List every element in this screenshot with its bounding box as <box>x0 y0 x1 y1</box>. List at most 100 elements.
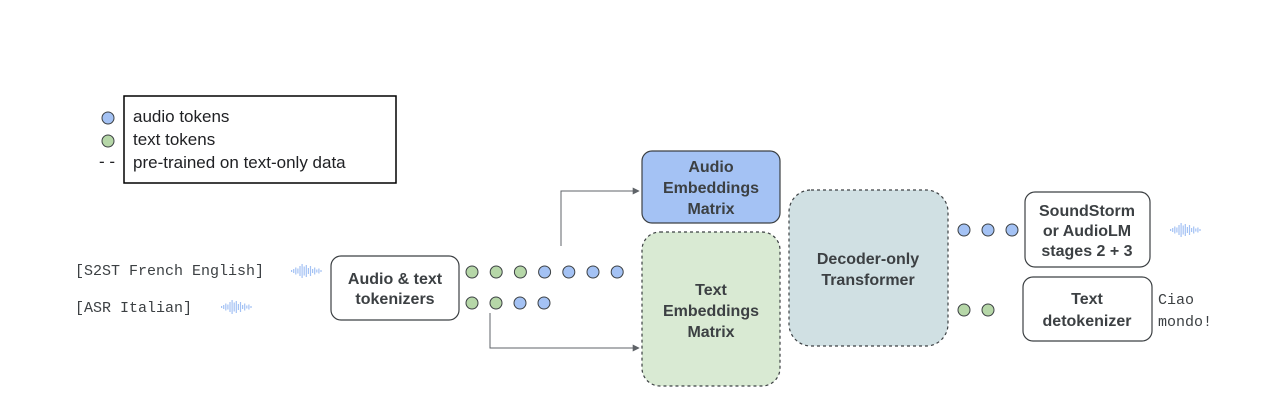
audio-token <box>562 265 576 279</box>
waveform-bar <box>239 302 242 312</box>
waveform-bar <box>1180 223 1182 237</box>
waveform-bar <box>295 267 297 275</box>
audio-embeddings-label-line-2: Embeddings <box>663 180 759 197</box>
detokenizer-box <box>1022 276 1153 342</box>
waveform-bar <box>233 302 235 312</box>
text-token <box>489 296 503 310</box>
token-row-audio-output <box>957 223 1019 237</box>
text-token <box>465 265 479 279</box>
waveform-bar <box>1178 225 1180 235</box>
waveform-bar <box>227 304 229 310</box>
legend-dashed-label: pre-trained on text-only data <box>133 153 346 172</box>
audio-token <box>537 296 551 310</box>
legend-text-token-dot <box>101 134 115 148</box>
legend-text-label: text tokens <box>133 130 215 149</box>
input-asr-label: [ASR Italian] <box>75 300 192 317</box>
transformer-label-line-1: Decoder-only <box>817 251 919 268</box>
waveform-output-icon <box>1170 223 1201 237</box>
waveform-bar <box>1197 227 1199 233</box>
detokenizer-label-line-2: detokenizer <box>1043 313 1132 330</box>
waveform-input-2-icon <box>221 300 252 314</box>
waveform-bar <box>225 303 227 311</box>
input-s2st-label: [S2ST French English] <box>75 263 264 280</box>
waveform-bar <box>221 306 223 308</box>
waveform-bar <box>1184 224 1186 236</box>
tokenizer-label-line-1: Audio & text <box>348 271 443 288</box>
waveform-bar <box>301 264 303 278</box>
waveform-bar <box>223 305 225 309</box>
waveform-bar <box>1199 229 1201 231</box>
soundstorm-label-line-1: SoundStorm <box>1039 203 1135 220</box>
waveform-bar <box>229 302 231 312</box>
tokenizer-box <box>330 255 460 321</box>
soundstorm-label-line-2: or AudioLM <box>1043 223 1131 240</box>
waveform-bar <box>297 268 299 274</box>
waveform-bar <box>320 270 322 272</box>
waveform-bar <box>1174 226 1176 234</box>
audio-token <box>1005 223 1019 237</box>
output-text-line-2: mondo! <box>1158 314 1212 331</box>
legend-box <box>123 95 397 184</box>
waveform-bar <box>312 269 314 273</box>
transformer-label-line-2: Transformer <box>821 272 914 289</box>
waveform-bar <box>1172 228 1174 232</box>
waveform-bar <box>242 305 244 309</box>
waveform-bar <box>250 306 252 308</box>
waveform-bar <box>1182 225 1184 235</box>
arrow-to-audio-embeddings <box>560 187 640 246</box>
waveform-bar <box>246 305 248 309</box>
audio-token <box>957 223 971 237</box>
waveform-bar <box>1195 228 1197 232</box>
waveform-bar <box>303 266 305 276</box>
waveform-bar <box>244 303 246 311</box>
text-token <box>489 265 503 279</box>
legend-dashed-marker: - - <box>99 152 115 171</box>
waveform-bar <box>314 267 316 275</box>
tokenizer-label-line-2: tokenizers <box>355 291 434 308</box>
audio-token <box>538 265 552 279</box>
waveform-bar <box>316 269 318 273</box>
soundstorm-label-line-3: stages 2 + 3 <box>1041 243 1132 260</box>
text-token <box>465 296 479 310</box>
text-embeddings-label-line-3: Matrix <box>687 324 734 341</box>
waveform-bar <box>309 266 312 276</box>
token-row-2 <box>465 296 551 310</box>
waveform-bar <box>1170 229 1172 231</box>
audio-token <box>981 223 995 237</box>
text-embeddings-label-line-2: Embeddings <box>663 303 759 320</box>
output-text-line-1: Ciao <box>1158 292 1194 309</box>
waveform-bar <box>1193 226 1195 234</box>
waveform-bar <box>1176 227 1178 233</box>
audio-token <box>586 265 600 279</box>
waveform-bar <box>293 269 295 273</box>
legend-audio-token-dot <box>101 111 115 125</box>
waveform-bar <box>235 301 237 313</box>
audio-embeddings-label-line-3: Matrix <box>687 201 734 218</box>
text-embeddings-box <box>641 231 781 387</box>
waveform-bar <box>318 268 320 274</box>
waveform-bar <box>299 266 301 276</box>
waveform-bar <box>237 304 239 310</box>
text-embeddings-label-line-1: Text <box>695 282 727 299</box>
waveform-bar <box>291 270 293 272</box>
legend-audio-label: audio tokens <box>133 107 229 126</box>
text-token <box>957 303 971 317</box>
text-token <box>981 303 995 317</box>
detokenizer-label-line-1: Text <box>1071 291 1103 308</box>
transformer-box <box>788 189 949 347</box>
waveform-input-1-icon <box>291 264 322 278</box>
waveform-bar <box>248 304 250 310</box>
audio-embeddings-label-line-1: Audio <box>688 159 734 176</box>
token-row-1 <box>465 265 624 279</box>
audio-token <box>610 265 624 279</box>
waveform-bar <box>1188 225 1191 235</box>
soundstorm-box <box>1024 191 1151 268</box>
legend: - - audio tokens text tokens pre-trained… <box>99 95 397 184</box>
waveform-bar <box>1186 227 1188 233</box>
token-row-text-output <box>957 303 995 317</box>
waveform-bar <box>305 265 307 277</box>
waveform-bar <box>231 300 233 314</box>
text-token <box>513 265 527 279</box>
audio-token <box>513 296 527 310</box>
